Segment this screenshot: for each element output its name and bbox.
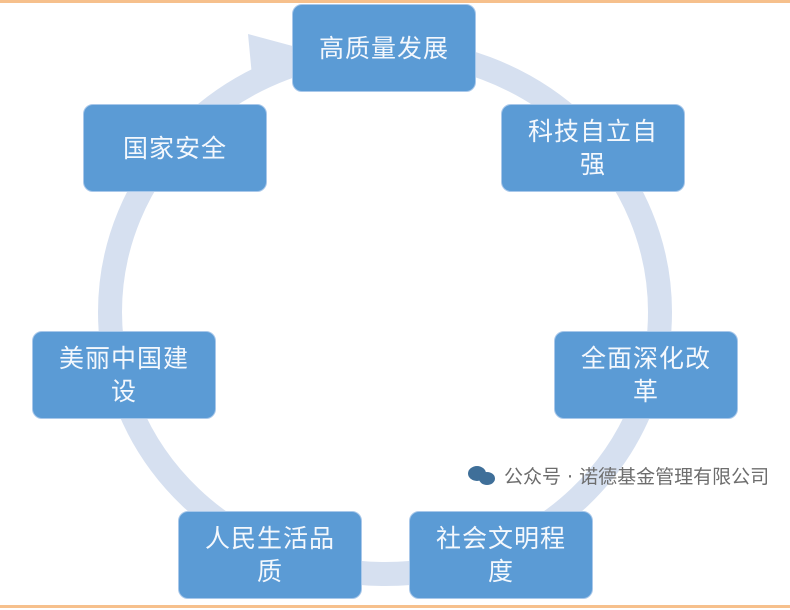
- node-national-security: 国家安全: [83, 104, 267, 192]
- node-social-civilization: 社会文明程度: [409, 511, 593, 599]
- watermark-text: 公众号 · 诺德基金管理有限公司: [504, 466, 770, 488]
- bottom-border: [0, 605, 790, 608]
- node-tech-self-reliance: 科技自立自强: [501, 104, 685, 192]
- node-living-quality: 人民生活品质: [178, 511, 362, 599]
- watermark: 公众号 · 诺德基金管理有限公司: [468, 462, 769, 489]
- node-beautiful-china: 美丽中国建设: [32, 331, 216, 419]
- node-high-quality-development: 高质量发展: [292, 4, 476, 92]
- arrow-head-icon: [248, 34, 300, 76]
- node-deepen-reform: 全面深化改革: [554, 331, 738, 419]
- top-border: [0, 0, 790, 3]
- wechat-icon: [468, 465, 496, 486]
